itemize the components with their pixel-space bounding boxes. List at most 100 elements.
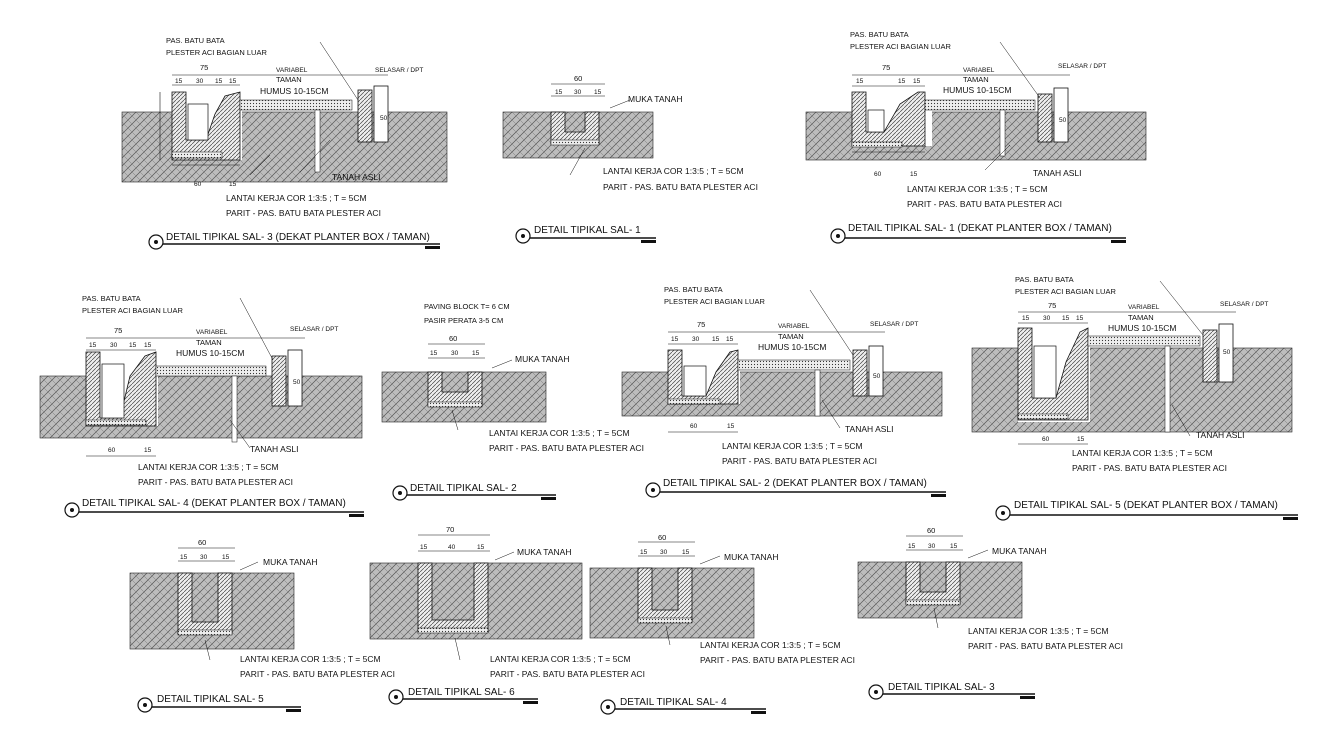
label-floor: LANTAI KERJA COR 1:3:5 ; T = 5CM: [968, 626, 1109, 636]
dim: 15: [430, 350, 438, 357]
detail-title: DETAIL TIPIKAL SAL- 3: [888, 682, 995, 693]
dim: 30: [200, 554, 208, 561]
label-variable: VARIABEL: [1128, 304, 1160, 311]
label-floor: LANTAI KERJA COR 1:3:5 ; T = 5CM: [1072, 448, 1213, 458]
label-channel: PARIT - PAS. BATU BATA PLESTER ACI: [490, 669, 645, 679]
label-floor: LANTAI KERJA COR 1:3:5 ; T = 5CM: [489, 428, 630, 438]
dim: 60: [1042, 436, 1050, 443]
dim: 15: [671, 336, 679, 343]
detail-title: DETAIL TIPIKAL SAL- 1: [534, 225, 641, 236]
label-plaster: PLESTER ACI BAGIAN LUAR: [166, 48, 267, 57]
dim: 15: [910, 171, 918, 178]
dim: 60: [658, 533, 666, 542]
dim: 30: [1043, 315, 1051, 322]
label-native: TANAH ASLI: [1196, 430, 1245, 440]
label-floor: LANTAI KERJA COR 1:3:5 ; T = 5CM: [700, 640, 841, 650]
label-channel: PARIT - PAS. BATU BATA PLESTER ACI: [968, 641, 1123, 651]
detail-title: DETAIL TIPIKAL SAL- 2: [410, 483, 517, 494]
detail-sal-3-planter: PAS. BATU BATA PLESTER ACI BAGIAN LUAR V…: [121, 36, 448, 250]
dim: 50: [1223, 349, 1231, 356]
label-channel: PARIT - PAS. BATU BATA PLESTER ACI: [138, 477, 293, 487]
dim: 60: [690, 423, 698, 430]
label-native: TANAH ASLI: [845, 424, 894, 434]
dim: 60: [194, 181, 202, 188]
label-brick: PAS. BATU BATA: [664, 285, 723, 294]
label-brick: PAS. BATU BATA: [1015, 275, 1074, 284]
label-variable: VARIABEL: [778, 323, 810, 330]
label-humus: HUMUS 10-15CM: [260, 86, 329, 96]
dim: 15: [1062, 315, 1070, 322]
label-walkway: SELASAR / DPT: [1220, 301, 1268, 308]
dim: 60: [574, 74, 582, 83]
dim: 15: [180, 554, 188, 561]
detail-sal-4: 60 15 30 15 MUKA TANAH LANTAI KERJA COR …: [589, 533, 855, 715]
label-floor: LANTAI KERJA COR 1:3:5 ; T = 5CM: [603, 166, 744, 176]
dim: 30: [574, 89, 582, 96]
dim: 15: [898, 78, 906, 85]
label-ground: MUKA TANAH: [517, 547, 571, 557]
label-ground: MUKA TANAH: [515, 354, 569, 364]
label-sand: PASIR PERATA 3-5 CM: [424, 316, 503, 325]
label-paving: PAVING BLOCK T= 6 CM: [424, 302, 510, 311]
label-variable: VARIABEL: [963, 67, 995, 74]
label-plaster: PLESTER ACI BAGIAN LUAR: [82, 306, 183, 315]
label-channel: PARIT - PAS. BATU BATA PLESTER ACI: [489, 443, 644, 453]
label-garden: TAMAN: [963, 75, 989, 84]
detail-sal-3: 60 15 30 15 MUKA TANAH LANTAI KERJA COR …: [857, 526, 1123, 700]
dim: 75: [882, 63, 890, 72]
dim: 40: [448, 544, 456, 551]
label-channel: PARIT - PAS. BATU BATA PLESTER ACI: [1072, 463, 1227, 473]
label-native: TANAH ASLI: [1033, 168, 1082, 178]
dim: 15: [89, 342, 97, 349]
dim: 30: [110, 342, 118, 349]
dim-top: 75: [200, 63, 208, 72]
detail-sal-1-planter: PAS. BATU BATA PLESTER ACI BAGIAN LUAR V…: [805, 30, 1147, 244]
label-channel: PARIT - PAS. BATU BATA PLESTER ACI: [700, 655, 855, 665]
dim: 15: [712, 336, 720, 343]
detail-sal-5: 60 15 30 15 MUKA TANAH LANTAI KERJA COR …: [129, 538, 395, 713]
dim: 15: [129, 342, 137, 349]
label-floor: LANTAI KERJA COR 1:3:5 ; T = 5CM: [240, 654, 381, 664]
dim: 15: [420, 544, 428, 551]
detail-title: DETAIL TIPIKAL SAL- 6: [408, 687, 515, 698]
label-ground: MUKA TANAH: [724, 552, 778, 562]
label-ground: MUKA TANAH: [992, 546, 1046, 556]
detail-title: DETAIL TIPIKAL SAL- 5 (DEKAT PLANTER BOX…: [1014, 500, 1278, 511]
dim: 15: [726, 336, 734, 343]
label-channel: PARIT - PAS. BATU BATA PLESTER ACI: [907, 199, 1062, 209]
dim: 30: [451, 350, 459, 357]
dim: 15: [913, 78, 921, 85]
dim: 50: [293, 379, 301, 386]
label-floor: LANTAI KERJA COR 1:3:5 ; T = 5CM: [722, 441, 863, 451]
label-native: TANAH ASLI: [332, 172, 381, 182]
label-ground: MUKA TANAH: [263, 557, 317, 567]
dim: 15: [950, 543, 958, 550]
dim: 30: [692, 336, 700, 343]
dim: 75: [114, 326, 122, 335]
dim: 15: [144, 342, 152, 349]
label-humus: HUMUS 10-15CM: [758, 342, 827, 352]
label-garden: TAMAN: [196, 338, 222, 347]
label-plaster: PLESTER ACI BAGIAN LUAR: [850, 42, 951, 51]
dim: 60: [198, 538, 206, 547]
label-walkway: SELASAR / DPT: [375, 67, 423, 74]
detail-sal-2: PAVING BLOCK T= 6 CM PASIR PERATA 3-5 CM…: [381, 302, 644, 501]
label-walkway: SELASAR / DPT: [290, 326, 338, 333]
label-ground: MUKA TANAH: [628, 94, 682, 104]
label-brick: PAS. BATU BATA: [166, 36, 225, 45]
label-brick: PAS. BATU BATA: [850, 30, 909, 39]
dim: 15: [856, 78, 864, 85]
dim: 60: [874, 171, 882, 178]
label-channel: PARIT - PAS. BATU BATA PLESTER ACI: [226, 208, 381, 218]
dim: 15: [229, 181, 237, 188]
dim: 50: [380, 115, 388, 122]
dim: 15: [555, 89, 563, 96]
detail-title: DETAIL TIPIKAL SAL- 4: [620, 697, 727, 708]
label-floor: LANTAI KERJA COR 1:3:5 ; T = 5CM: [226, 193, 367, 203]
dim: 15: [908, 543, 916, 550]
label-brick: PAS. BATU BATA: [82, 294, 141, 303]
dim: 15: [594, 89, 602, 96]
dim: 70: [446, 525, 454, 534]
label-walkway: SELASAR / DPT: [1058, 63, 1106, 70]
